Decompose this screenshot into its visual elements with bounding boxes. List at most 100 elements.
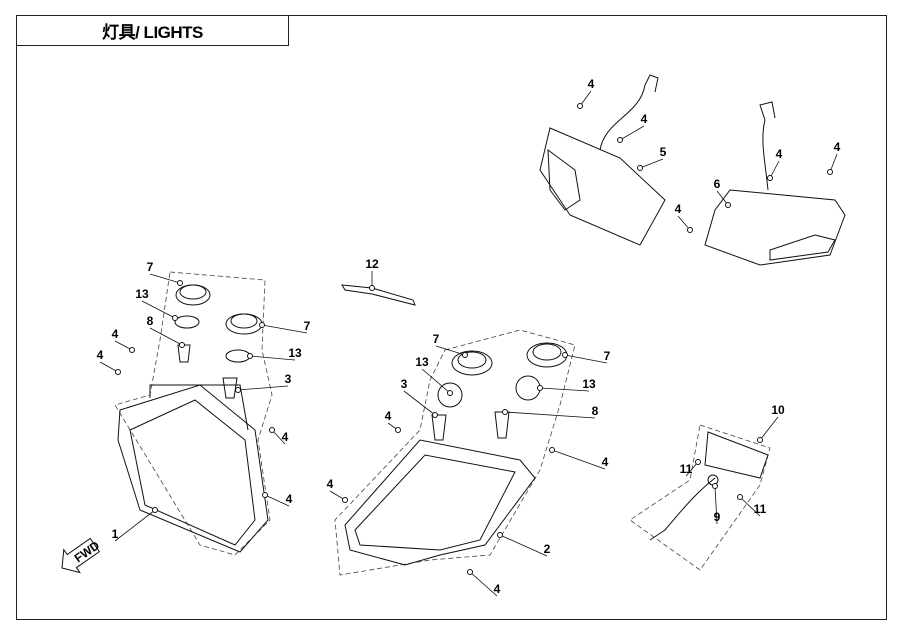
part-callout: 7 <box>304 319 311 333</box>
rear-light-5 <box>539 74 666 246</box>
part-callout: 11 <box>754 502 767 516</box>
leader-line <box>114 340 133 351</box>
part-callout: 13 <box>288 346 302 360</box>
leader-line <box>264 494 290 507</box>
part-callout: 13 <box>135 287 149 301</box>
fastener-icon <box>725 202 731 208</box>
leader-line <box>759 416 779 441</box>
fastener-icon <box>342 497 348 503</box>
leader-line <box>249 355 296 361</box>
fastener-icon <box>235 387 241 393</box>
fastener-icon <box>179 342 185 348</box>
leader-line <box>685 461 699 477</box>
leader-line <box>141 300 176 319</box>
part-callout: 7 <box>604 349 611 363</box>
part-callout: 10 <box>771 403 785 417</box>
leader-line <box>435 345 466 356</box>
fastener-icon <box>432 412 438 418</box>
center-headlight-assembly <box>334 329 576 576</box>
part-callout: 8 <box>147 314 154 328</box>
page-title: 灯具/ LIGHTS <box>16 15 289 46</box>
left-headlight-assembly <box>114 271 273 556</box>
part-callout: 6 <box>714 177 721 191</box>
fastener-icon <box>737 494 743 500</box>
part-callout: 5 <box>660 145 667 159</box>
part-callout: 4 <box>385 409 392 423</box>
license-light-assembly <box>629 424 771 571</box>
part-callout: 11 <box>680 462 693 476</box>
leader-line <box>114 509 156 542</box>
fastener-icon <box>262 492 268 498</box>
leader-line <box>149 273 181 284</box>
part-callout: 12 <box>365 257 379 271</box>
part-callout: 4 <box>494 582 501 596</box>
fastener-icon <box>497 532 503 538</box>
part-callout: 4 <box>675 202 682 216</box>
fastener-icon <box>695 459 701 465</box>
part-callout: 4 <box>834 140 841 154</box>
leader-line <box>99 361 119 373</box>
leader-line <box>237 385 289 391</box>
fastener-icon <box>462 352 468 358</box>
leader-line <box>564 354 608 364</box>
leader-line <box>261 324 308 334</box>
fastener-icon <box>247 353 253 359</box>
fwd-arrow-icon: FWD <box>61 537 103 574</box>
part-callout: 4 <box>327 477 334 491</box>
fastener-icon <box>467 569 473 575</box>
part-callout: 3 <box>285 372 292 386</box>
fastener-icon <box>577 103 583 109</box>
leader-line <box>579 90 592 107</box>
leader-line <box>739 496 761 517</box>
leader-line <box>499 534 548 557</box>
fastener-icon <box>152 507 158 513</box>
part-callout: 4 <box>588 77 595 91</box>
part-callout: 9 <box>714 510 721 524</box>
leader-line <box>421 368 451 394</box>
leader-line <box>271 429 286 445</box>
fastener-icon <box>712 483 718 489</box>
fastener-icon <box>502 409 508 415</box>
leader-line <box>714 485 718 525</box>
leader-line <box>469 571 498 597</box>
fastener-icon <box>177 280 183 286</box>
part-callout: 1 <box>112 527 119 541</box>
fastener-icon <box>172 315 178 321</box>
bracket-12 <box>341 284 416 306</box>
fastener-icon <box>259 322 265 328</box>
part-callout: 4 <box>776 147 783 161</box>
part-callout: 2 <box>544 542 551 556</box>
fastener-icon <box>562 352 568 358</box>
fwd-label: FWD <box>72 538 103 565</box>
leader-line <box>403 390 436 416</box>
fastener-icon <box>687 227 693 233</box>
part-callout: 4 <box>602 455 609 469</box>
part-callout: 4 <box>282 430 289 444</box>
fastener-icon <box>549 447 555 453</box>
fastener-icon <box>115 369 121 375</box>
diagram-frame <box>16 15 887 620</box>
fastener-icon <box>617 137 623 143</box>
part-callout: 4 <box>286 492 293 506</box>
leader-line <box>619 125 645 141</box>
leader-line <box>551 449 606 470</box>
leader-line <box>677 215 691 231</box>
fastener-icon <box>395 427 401 433</box>
part-callout: 13 <box>582 377 596 391</box>
leader-line <box>504 411 596 419</box>
fastener-icon <box>129 347 135 353</box>
part-callout: 13 <box>415 355 429 369</box>
part-callout: 4 <box>97 348 104 362</box>
leader-line <box>639 158 664 169</box>
fastener-icon <box>827 169 833 175</box>
fastener-icon <box>637 165 643 171</box>
rear-light-6 <box>704 101 846 266</box>
leader-line <box>769 160 780 179</box>
fastener-icon <box>537 385 543 391</box>
leader-line <box>539 387 590 392</box>
fastener-icon <box>757 437 763 443</box>
fastener-icon <box>447 390 453 396</box>
part-callout: 8 <box>592 404 599 418</box>
part-callout: 7 <box>147 260 154 274</box>
